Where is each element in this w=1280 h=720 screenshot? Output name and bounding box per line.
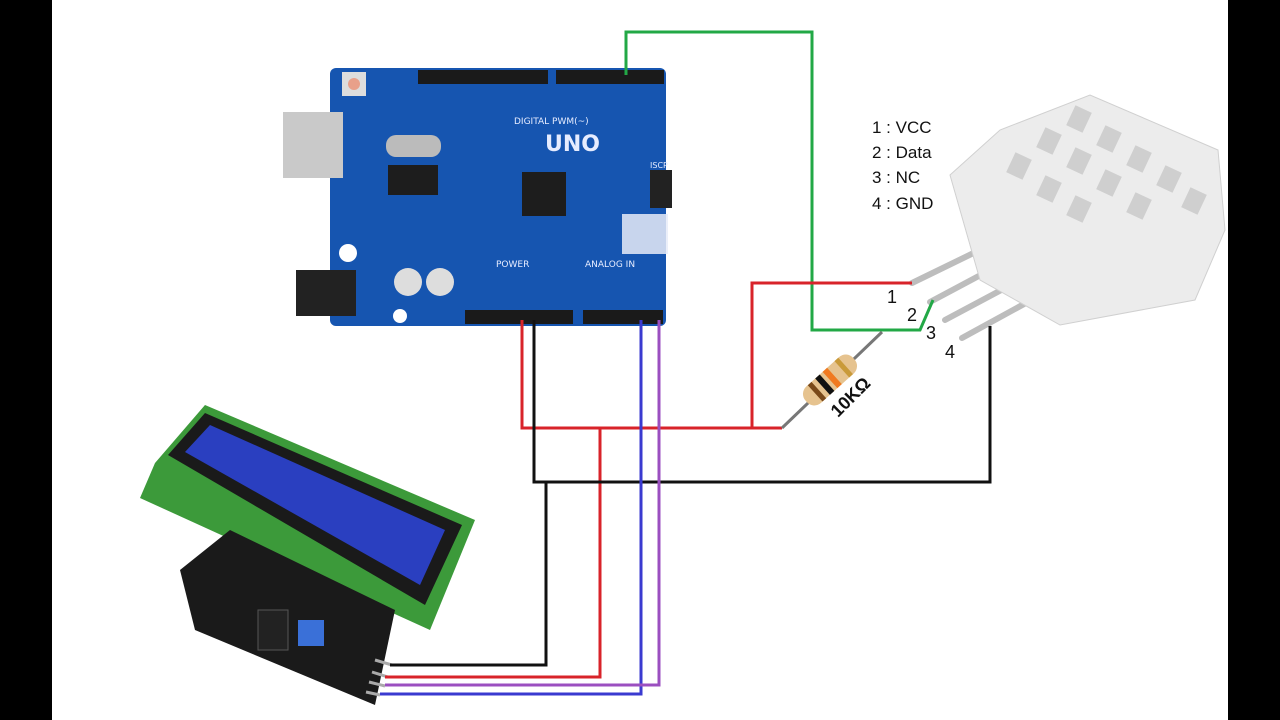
sensor-vent-grid <box>1006 105 1207 223</box>
pullup-resistor: 10KΩ <box>780 330 884 430</box>
lcd-screen <box>185 425 445 585</box>
contrast-potentiometer <box>298 620 324 646</box>
capacitor <box>394 268 422 296</box>
usb-chip <box>388 165 438 195</box>
lcd-1602-i2c-module <box>140 405 475 705</box>
capacitor <box>426 268 454 296</box>
digital-header-left <box>418 70 548 84</box>
sensor-pin-legend-3: 3 : NC <box>872 168 920 187</box>
i2c-chip <box>257 609 289 651</box>
icsp-label: ISCP <box>650 161 668 170</box>
lcd-gnd-wire <box>390 482 548 667</box>
wires <box>380 30 992 696</box>
power-header-label: POWER <box>496 260 529 270</box>
sda-wire <box>380 320 643 696</box>
power-header <box>465 310 573 324</box>
sensor-pin-legend-4: 4 : GND <box>872 194 933 213</box>
digital-header-right <box>556 70 664 84</box>
pin-number-1: 1 <box>887 287 897 307</box>
data-wire <box>624 30 935 332</box>
vcc-pullup-wire <box>750 281 912 428</box>
sensor-pin-legend-1: 1 : VCC <box>872 118 932 137</box>
pin-grid <box>622 214 668 254</box>
power-jack <box>296 270 356 316</box>
analog-header-label: ANALOG IN <box>585 260 635 270</box>
pin-number-3: 3 <box>926 323 936 343</box>
usb-connector <box>283 112 343 178</box>
board-model-label: UNO <box>545 132 600 157</box>
microcontroller-chip <box>522 172 566 216</box>
icsp-header <box>650 170 672 208</box>
scl-wire <box>385 320 661 687</box>
analog-header <box>583 310 663 324</box>
arduino-uno-board: UNO DIGITAL PWM(~) POWER ANALOG IN ISCP <box>283 68 672 326</box>
gnd-wire <box>532 320 992 484</box>
vcc-wire <box>520 320 782 430</box>
pin-number-2: 2 <box>907 305 917 325</box>
left-letterbox <box>0 0 52 720</box>
right-letterbox <box>1228 0 1280 720</box>
crystal <box>386 135 441 157</box>
digital-header-label: DIGITAL PWM(~) <box>514 117 589 127</box>
dht22-sensor: 1 : VCC 2 : Data 3 : NC 4 : GND 1 2 3 4 <box>872 94 1226 362</box>
lcd-vcc-wire <box>385 428 602 679</box>
pin-number-4: 4 <box>945 342 955 362</box>
sensor-pin-legend-2: 2 : Data <box>872 143 932 162</box>
